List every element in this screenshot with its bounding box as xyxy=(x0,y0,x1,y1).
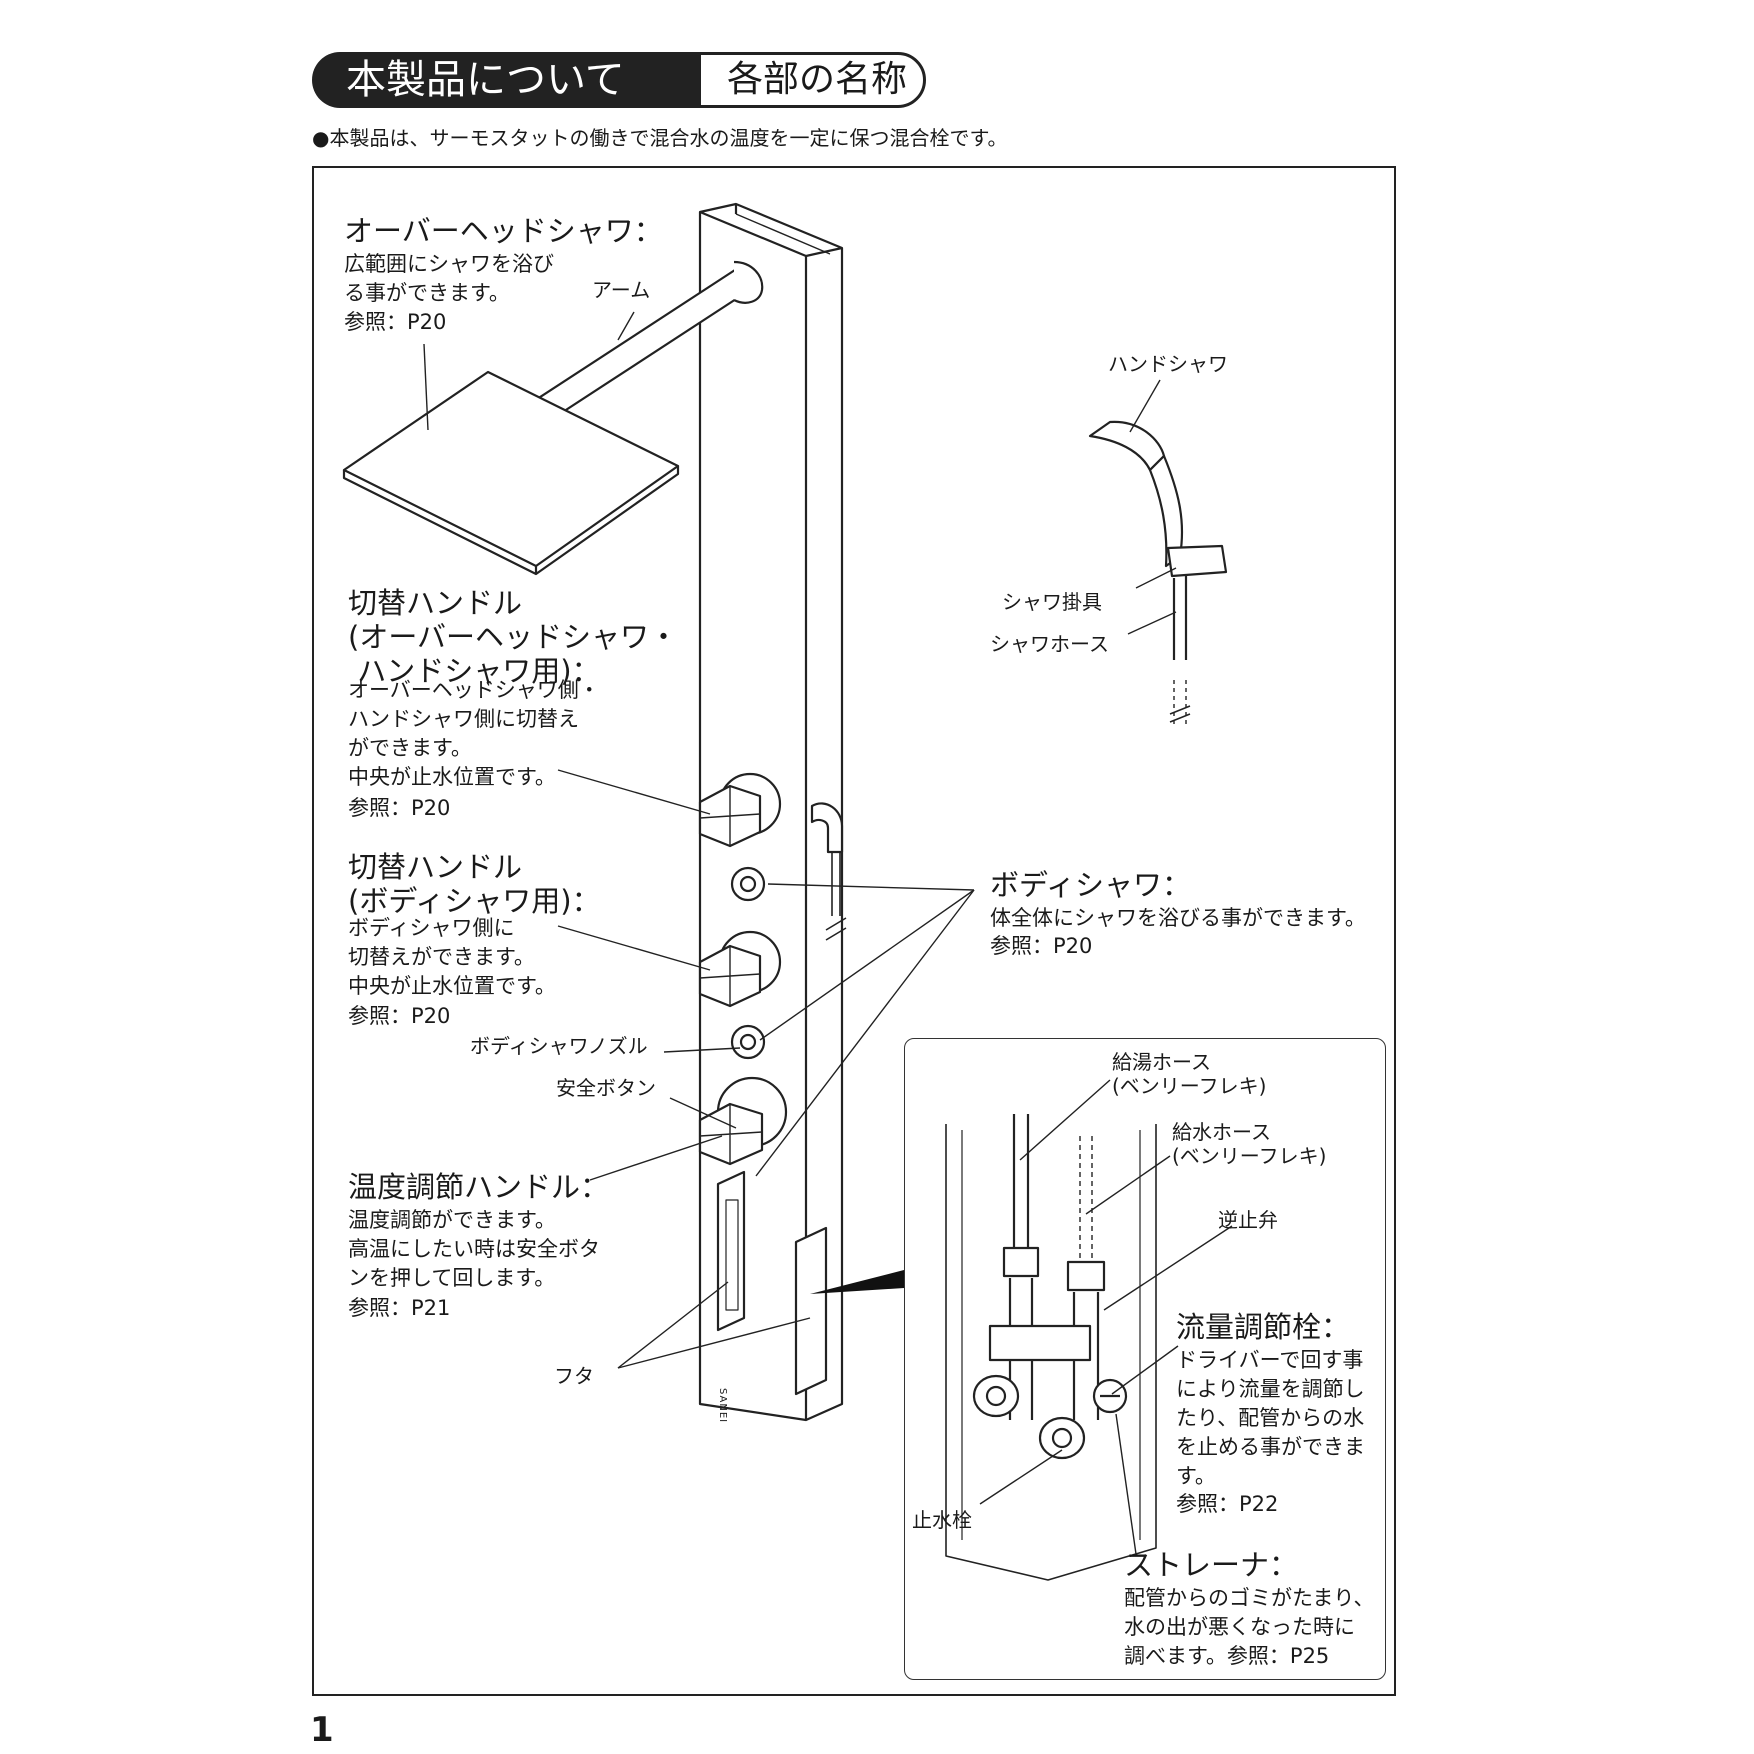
body-shower-nozzle-label: ボディシャワノズル xyxy=(470,1034,648,1058)
arm-label: アーム xyxy=(592,278,651,302)
check-valve-label: 逆止弁 xyxy=(1218,1208,1278,1232)
switch-handle-1-heading: 切替ハンドル (オーバーヘッドシャワ・ ハンドシャワ用)： xyxy=(348,586,679,688)
shower-holder-label: シャワ掛具 xyxy=(1002,590,1102,614)
body-shower-heading: ボディシャワ： xyxy=(990,868,1191,902)
intro-text: ●本製品は、サーモスタットの働きで混合水の温度を一定に保つ混合栓です。 xyxy=(312,126,1008,150)
body-shower-desc: 体全体にシャワを浴びる事ができます。 xyxy=(990,906,1366,930)
temp-handle-desc: 温度調節ができます。 高温にしたい時は安全ボタ ンを押して回します。 xyxy=(348,1208,600,1290)
hot-water-hose-label: 給湯ホース (ベンリーフレキ) xyxy=(1112,1050,1267,1098)
switch-handle-2-desc: ボディシャワ側に 切替えができます。 中央が止水位置です。 xyxy=(348,916,556,998)
flow-valve-desc: ドライバーで回す事 により流量を調節し たり、配管からの水 を止める事ができま … xyxy=(1176,1348,1365,1488)
overhead-shower-heading: オーバーヘッドシャワ： xyxy=(344,214,663,248)
strainer-desc: 配管からのゴミがたまり、 水の出が悪くなった時に 調べます。参照：P25 xyxy=(1124,1586,1375,1668)
brand-mark: SANEI xyxy=(717,1388,728,1424)
overhead-shower-ref: 参照：P20 xyxy=(344,310,447,334)
hand-shower-label: ハンドシャワ xyxy=(1108,352,1228,376)
diagram-frame xyxy=(312,166,1396,1696)
stop-valve-label: 止水栓 xyxy=(912,1508,972,1532)
cover-label: フタ xyxy=(554,1364,594,1388)
overhead-shower-desc: 広範囲にシャワを浴び る事ができます。 xyxy=(344,252,554,305)
body-shower-ref: 参照：P20 xyxy=(990,934,1093,958)
temp-handle-ref: 参照：P21 xyxy=(348,1296,451,1320)
shower-hose-label: シャワホース xyxy=(990,632,1109,656)
section-title: 本製品について xyxy=(312,52,708,108)
inset-detail-box xyxy=(904,1038,1386,1680)
cold-water-hose-label: 給水ホース (ベンリーフレキ) xyxy=(1172,1120,1327,1168)
strainer-heading: ストレーナ： xyxy=(1124,1548,1299,1582)
temp-handle-heading: 温度調節ハンドル： xyxy=(348,1170,610,1204)
flow-valve-heading: 流量調節栓： xyxy=(1176,1310,1351,1344)
switch-handle-2-ref: 参照：P20 xyxy=(348,1004,451,1028)
safety-button-label: 安全ボタン xyxy=(556,1076,656,1100)
switch-handle-1-ref: 参照：P20 xyxy=(348,796,451,820)
page-header: 本製品について 各部の名称 xyxy=(312,52,926,108)
page-number: 1 xyxy=(310,1710,334,1750)
switch-handle-1-desc: オーバーヘッドシャワ側・ ハンドシャワ側に切替え ができます。 中央が止水位置で… xyxy=(348,678,600,789)
flow-valve-ref: 参照：P22 xyxy=(1176,1492,1279,1516)
subsection-title: 各部の名称 xyxy=(698,52,926,108)
switch-handle-2-heading: 切替ハンドル (ボディシャワ用)： xyxy=(348,850,601,918)
